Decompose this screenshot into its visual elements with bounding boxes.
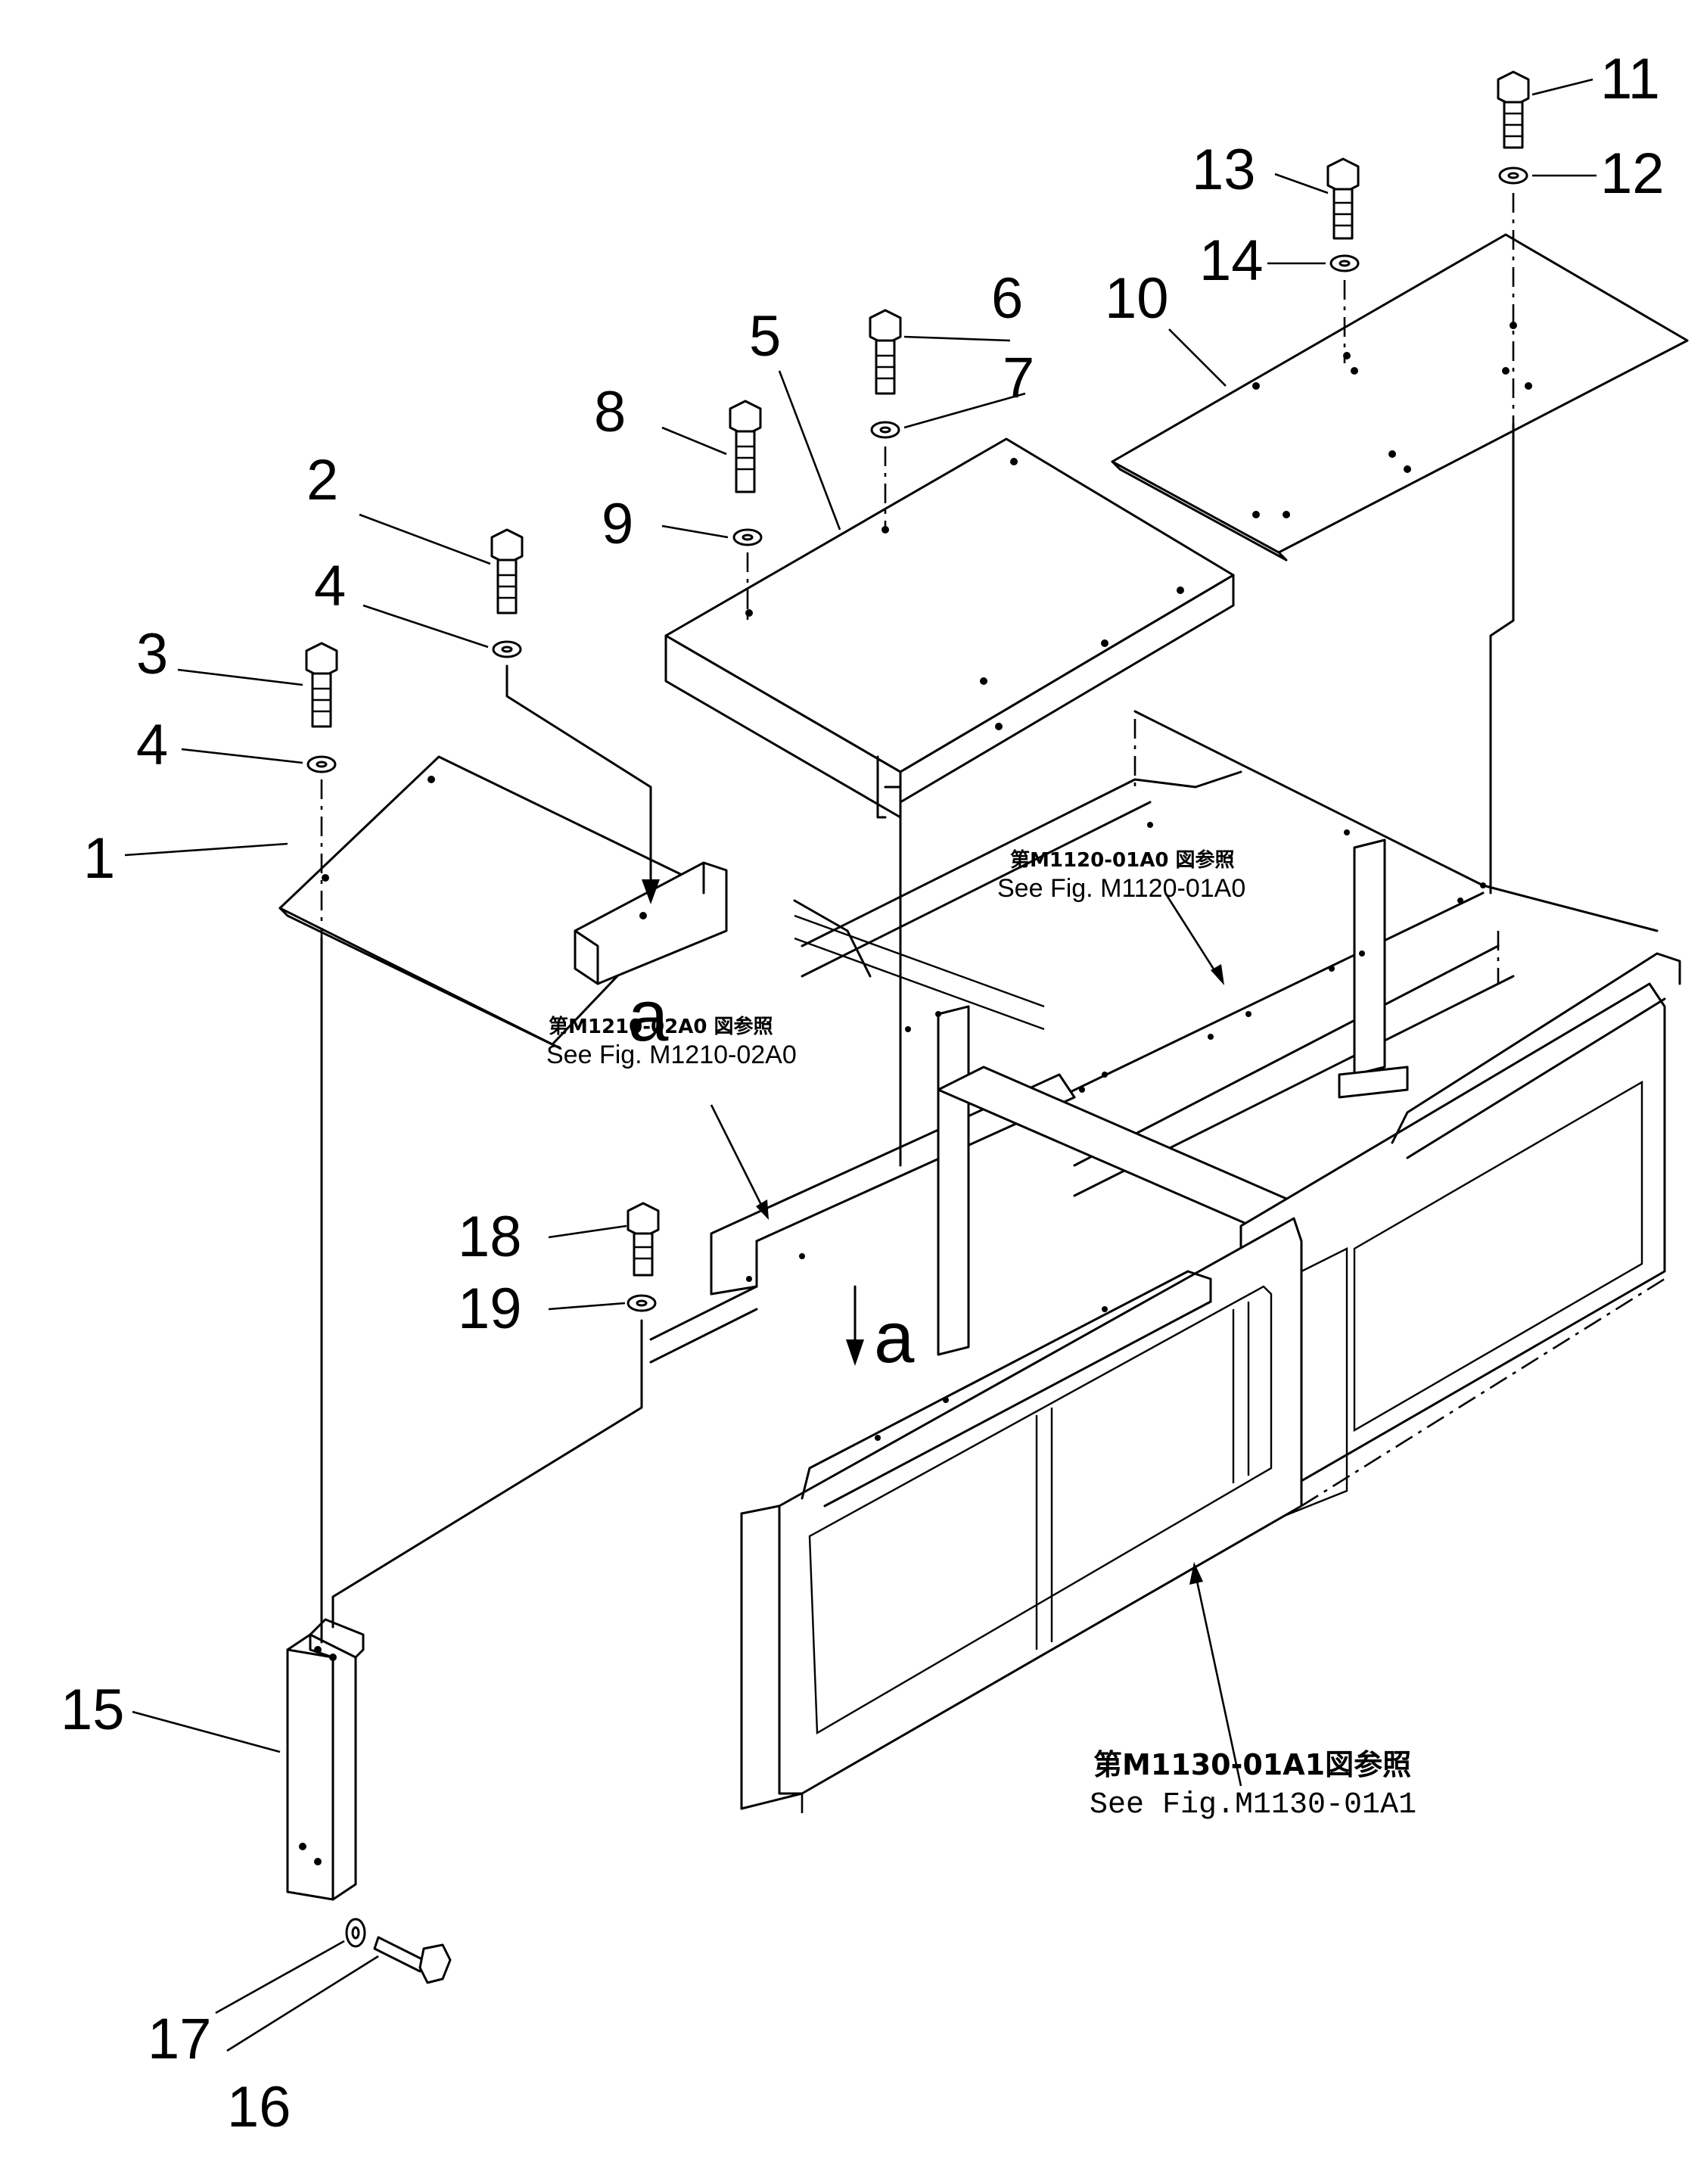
- bolt-16: [373, 1936, 452, 1984]
- view-a-arrow-bottom: [846, 1285, 864, 1366]
- callout-4a: 4: [314, 554, 346, 618]
- washer-9: [732, 528, 763, 546]
- callout-14: 14: [1199, 229, 1264, 293]
- reference-m1130: 第M1130-01A1図参照 See Fig.M1130-01A1: [1090, 1748, 1416, 1822]
- callout-numbers: 1 2 3 4 4 5 6 7 8 9 10 11 12 13 14 15 16…: [61, 47, 1665, 2139]
- view-marker-a-top: a: [628, 975, 669, 1056]
- bolt-8: [729, 400, 762, 493]
- reference-m1210: 第M1210-02A0 図参照 See Fig. M1210-02A0: [546, 1015, 797, 1069]
- washer-4b: [306, 755, 337, 773]
- washer-19: [627, 1294, 657, 1312]
- bolt-2: [490, 528, 524, 614]
- callout-16: 16: [227, 2075, 291, 2139]
- part-15-bracket: [286, 1618, 365, 1901]
- reference-m1210-en: See Fig. M1210-02A0: [546, 1041, 797, 1069]
- reference-m1120-en: See Fig. M1120-01A0: [997, 874, 1245, 903]
- bolt-3: [305, 642, 338, 728]
- alignment-lines: [320, 193, 1515, 1644]
- callout-10: 10: [1105, 266, 1169, 331]
- reference-m1210-jp: 第M1210-02A0 図参照: [549, 1015, 773, 1038]
- callout-8: 8: [594, 380, 626, 444]
- washer-4a: [492, 640, 522, 658]
- reference-m1120: 第M1120-01A0 図参照 See Fig. M1120-01A0: [997, 848, 1245, 903]
- leader-lines: [124, 78, 1597, 2052]
- callout-12: 12: [1600, 142, 1665, 206]
- callout-7: 7: [1003, 346, 1034, 410]
- reference-m1130-en: See Fig.M1130-01A1: [1090, 1788, 1416, 1822]
- part-5-box-cover: [664, 437, 1235, 819]
- part-10-top-plate: [1111, 233, 1689, 562]
- callout-3: 3: [136, 622, 168, 686]
- callout-19: 19: [458, 1277, 522, 1341]
- callout-2: 2: [306, 448, 338, 512]
- callout-15: 15: [61, 1678, 125, 1742]
- callout-9: 9: [602, 492, 633, 556]
- callout-6: 6: [991, 266, 1023, 331]
- bolt-11: [1497, 70, 1530, 149]
- reference-m1120-jp: 第M1120-01A0 図参照: [1010, 848, 1234, 872]
- callout-11: 11: [1600, 47, 1660, 111]
- washer-14: [1329, 254, 1360, 272]
- cab-frame-structure: [649, 710, 1681, 1816]
- view-a-arrow-top: [642, 854, 660, 904]
- callout-5: 5: [749, 304, 781, 369]
- washer-7: [870, 421, 900, 439]
- callout-17: 17: [148, 2007, 212, 2071]
- washer-12: [1498, 166, 1528, 185]
- part-1-plate: [278, 755, 728, 1050]
- washer-17: [345, 1918, 366, 1948]
- callout-1: 1: [83, 826, 115, 891]
- reference-m1130-jp: 第M1130-01A1図参照: [1093, 1748, 1411, 1781]
- view-marker-a-bottom: a: [874, 1297, 915, 1378]
- bolt-6: [869, 309, 902, 395]
- bolt-13: [1326, 157, 1360, 240]
- callout-13: 13: [1192, 138, 1256, 202]
- callout-18: 18: [458, 1205, 522, 1269]
- bolt-18: [627, 1202, 660, 1277]
- callout-4b: 4: [136, 713, 168, 777]
